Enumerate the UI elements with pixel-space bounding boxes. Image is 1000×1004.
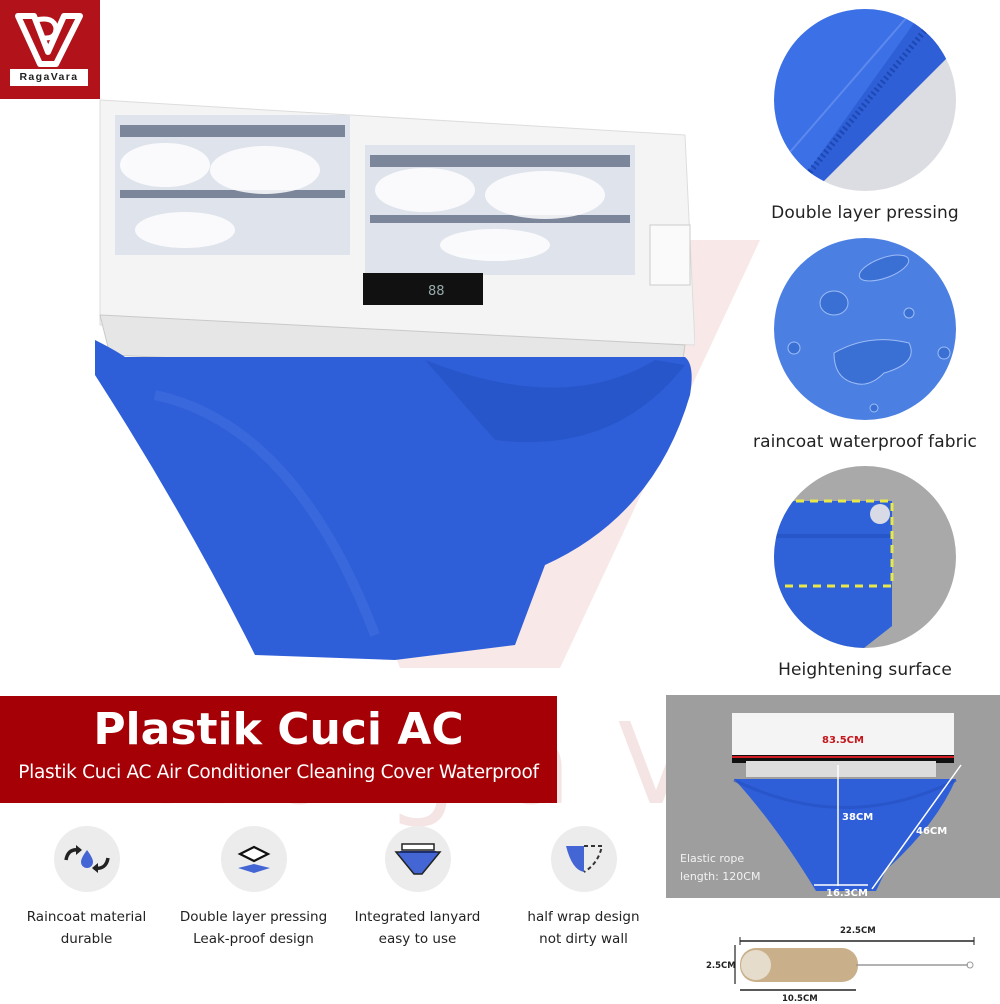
feature-line1: Double layer pressing: [179, 909, 328, 925]
brush-diameter: 2.5CM: [706, 961, 736, 971]
product-title: Plastik Cuci AC: [93, 704, 464, 755]
feature-waterproof-fabric: raincoat waterproof fabric: [735, 238, 995, 452]
feature-half-wrap: half wrap design not dirty wall: [501, 826, 666, 950]
recycle-water-drop-icon: [53, 826, 120, 892]
brush-head-length: 10.5CM: [782, 994, 818, 1004]
product-subtitle: Plastik Cuci AC Air Conditioner Cleaning…: [18, 762, 539, 783]
dim-bottom: 16.3CM: [826, 888, 868, 898]
cleaning-brush-diagram: 22.5CM 2.5CM 10.5CM: [680, 910, 1000, 1004]
feature-caption: raincoat waterproof fabric: [752, 432, 978, 452]
feature-line1: Integrated lanyard: [354, 909, 481, 925]
feature-line1: Raincoat material: [26, 909, 147, 925]
hero-product-image: 88: [95, 95, 696, 665]
feature-caption: Double layer pressing: [771, 203, 959, 223]
svg-text:88: 88: [428, 284, 445, 299]
ragavara-logo-icon: [15, 13, 83, 67]
brush-total-length: 22.5CM: [840, 926, 876, 936]
half-wrap-icon: [550, 826, 617, 892]
elastic-rope-note: Elastic rope length: 120CM: [680, 852, 761, 883]
logo-label: RagaVara: [10, 69, 88, 86]
feature-double-layer: Double layer pressing Leak-proof design: [171, 826, 336, 950]
feature-double-layer-pressing: Double layer pressing: [735, 9, 995, 223]
feature-line2: durable: [60, 931, 113, 947]
feature-heightening-surface: Heightening surface: [735, 466, 995, 680]
brand-logo: RagaVara: [0, 0, 100, 99]
dim-height: 38CM: [842, 812, 874, 823]
feature-line1: half wrap design: [527, 909, 640, 925]
dimension-diagram: 83.5CM 38CM 46CM 16.3CM Elastic rope len…: [666, 695, 1000, 898]
feature-line2: Leak-proof design: [193, 931, 314, 947]
feature-caption: Heightening surface: [778, 660, 952, 680]
dim-width: 83.5CM: [822, 735, 864, 746]
feature-raincoat-material: Raincoat material durable: [4, 826, 169, 950]
water-droplets-closeup-image: [774, 238, 956, 420]
feature-integrated-lanyard: Integrated lanyard easy to use: [335, 826, 500, 950]
title-banner: Plastik Cuci AC Plastik Cuci AC Air Cond…: [0, 696, 557, 803]
funnel-cover-icon: [384, 826, 451, 892]
feature-line2: easy to use: [378, 931, 457, 947]
dim-side: 46CM: [916, 826, 948, 837]
dashed-edge-closeup-image: [774, 466, 956, 648]
feature-line2: not dirty wall: [539, 931, 628, 947]
layers-icon: [220, 826, 287, 892]
seam-closeup-image: [774, 9, 956, 191]
